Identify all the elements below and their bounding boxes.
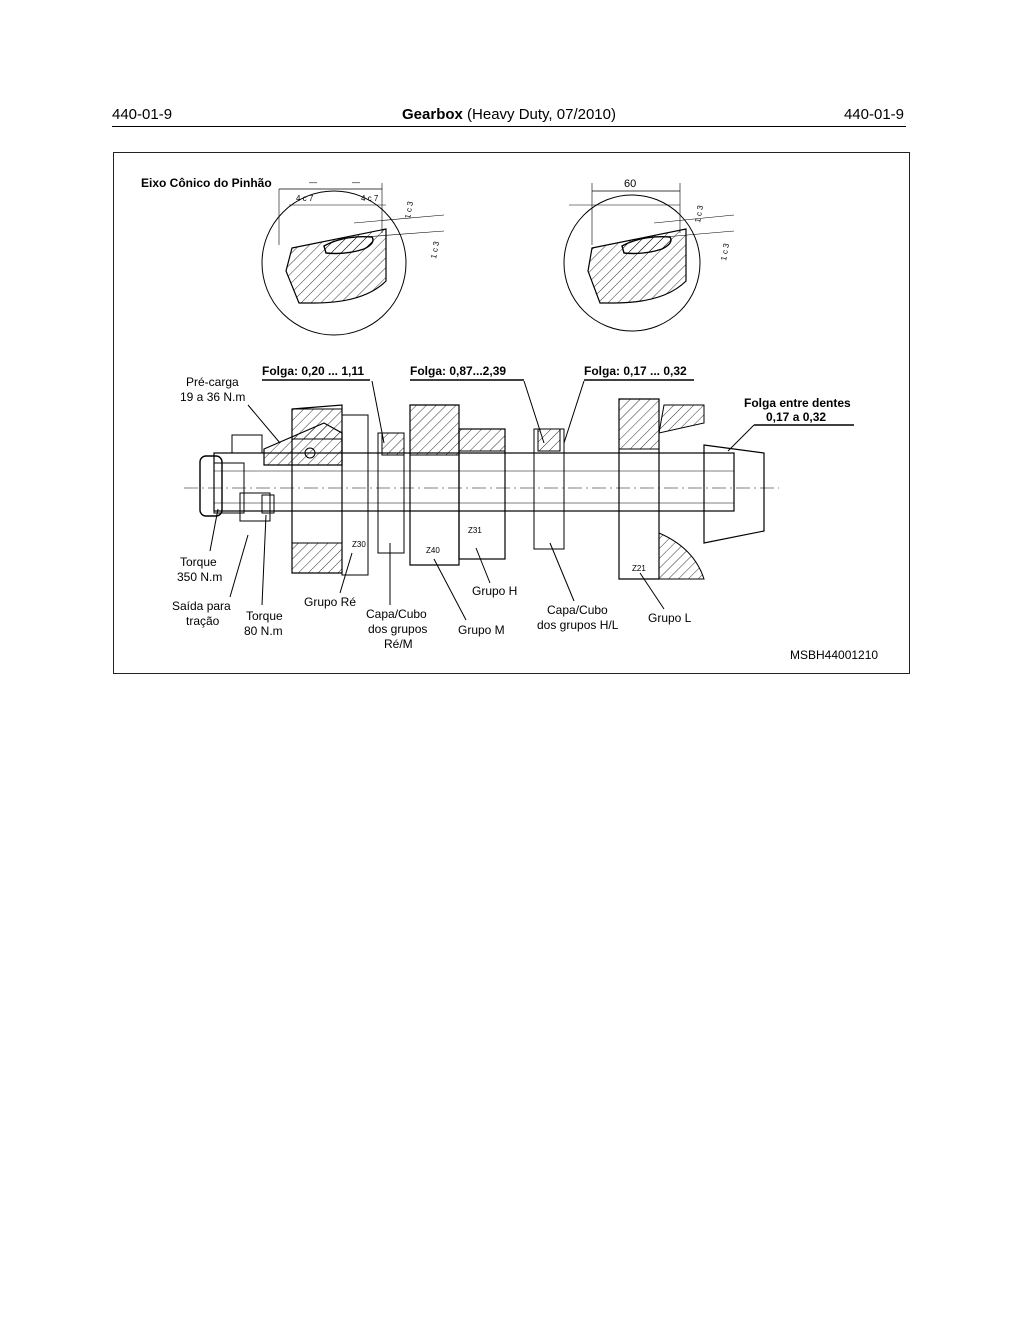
- dim-1c3-b: 1 c 3: [429, 240, 441, 259]
- folga-dentes-line1: Folga entre dentes: [744, 396, 851, 410]
- capa-h-l-line1: Capa/Cubo: [547, 603, 608, 617]
- page-header: 440-01-9 Gearbox (Heavy Duty, 07/2010) 4…: [112, 104, 906, 127]
- capa-re-m-line2: dos grupos: [368, 622, 427, 636]
- folga-2-label: Folga: 0,87...2,39: [410, 364, 506, 378]
- torque-80-line1: Torque: [246, 609, 283, 623]
- dim-4c7-b: 4 c 7: [361, 194, 379, 203]
- dim-1c3-c: 1 c 3: [693, 204, 705, 223]
- page-title: Gearbox (Heavy Duty, 07/2010): [112, 106, 906, 123]
- precarga-line1: Pré-carga: [186, 375, 239, 389]
- shaft-assembly: Z30 Z40 Z31 Z21: [184, 398, 779, 580]
- grupo-re-label: Grupo Ré: [304, 595, 356, 609]
- torque-80-line2: 80 N.m: [244, 624, 283, 638]
- torque-350-line2: 350 N.m: [177, 570, 222, 584]
- svg-text:—: —: [352, 178, 360, 187]
- gear-mark-3: Z31: [468, 526, 482, 535]
- capa-re-m-line3: Ré/M: [384, 637, 413, 651]
- saida-tracao-line2: tração: [186, 614, 220, 628]
- annotation-labels: Folga: 0,20 ... 1,11 Folga: 0,87...2,39 …: [172, 364, 878, 662]
- capa-re-m-line1: Capa/Cubo: [366, 607, 427, 621]
- gear-mark-1: Z30: [352, 540, 366, 549]
- page-title-rest: (Heavy Duty, 07/2010): [462, 106, 616, 123]
- capa-h-l-line2: dos grupos H/L: [537, 618, 619, 632]
- detail-right: 60 1 c 3 1 c 3: [563, 178, 735, 332]
- folga-3-label: Folga: 0,17 ... 0,32: [584, 364, 687, 378]
- precarga-line2: 19 a 36 N.m: [180, 390, 245, 404]
- grupo-m-label: Grupo M: [458, 623, 505, 637]
- figure-reference-code: MSBH44001210: [790, 648, 878, 662]
- page-title-bold: Gearbox: [402, 106, 463, 123]
- pinion-shaft-drawing: Eixo Cônico do Pinhão — — 4 c 7 4 c 7 1 …: [141, 176, 878, 662]
- dim-1c3-d: 1 c 3: [719, 242, 731, 261]
- gear-mark-4: Z21: [632, 564, 646, 573]
- dim-1c3-a: 1 c 3: [403, 200, 415, 219]
- dim-60: 60: [624, 178, 636, 190]
- detail-left: Eixo Cônico do Pinhão — — 4 c 7 4 c 7 1 …: [141, 176, 445, 336]
- gear-mark-2: Z40: [426, 546, 440, 555]
- folga-dentes-line2: 0,17 a 0,32: [766, 410, 826, 424]
- folga-1-label: Folga: 0,20 ... 1,11: [262, 364, 364, 378]
- dim-4c7-a: 4 c 7: [296, 194, 314, 203]
- grupo-h-label: Grupo H: [472, 584, 517, 598]
- page-number-right: 440-01-9: [843, 106, 904, 123]
- detail-title: Eixo Cônico do Pinhão: [141, 176, 272, 190]
- grupo-l-label: Grupo L: [648, 611, 692, 625]
- torque-350-line1: Torque: [180, 555, 217, 569]
- saida-tracao-line1: Saída para: [172, 599, 231, 613]
- gearbox-figure: Eixo Cônico do Pinhão — — 4 c 7 4 c 7 1 …: [113, 152, 910, 674]
- page-number-left: 440-01-9: [112, 106, 173, 123]
- svg-text:—: —: [309, 178, 317, 187]
